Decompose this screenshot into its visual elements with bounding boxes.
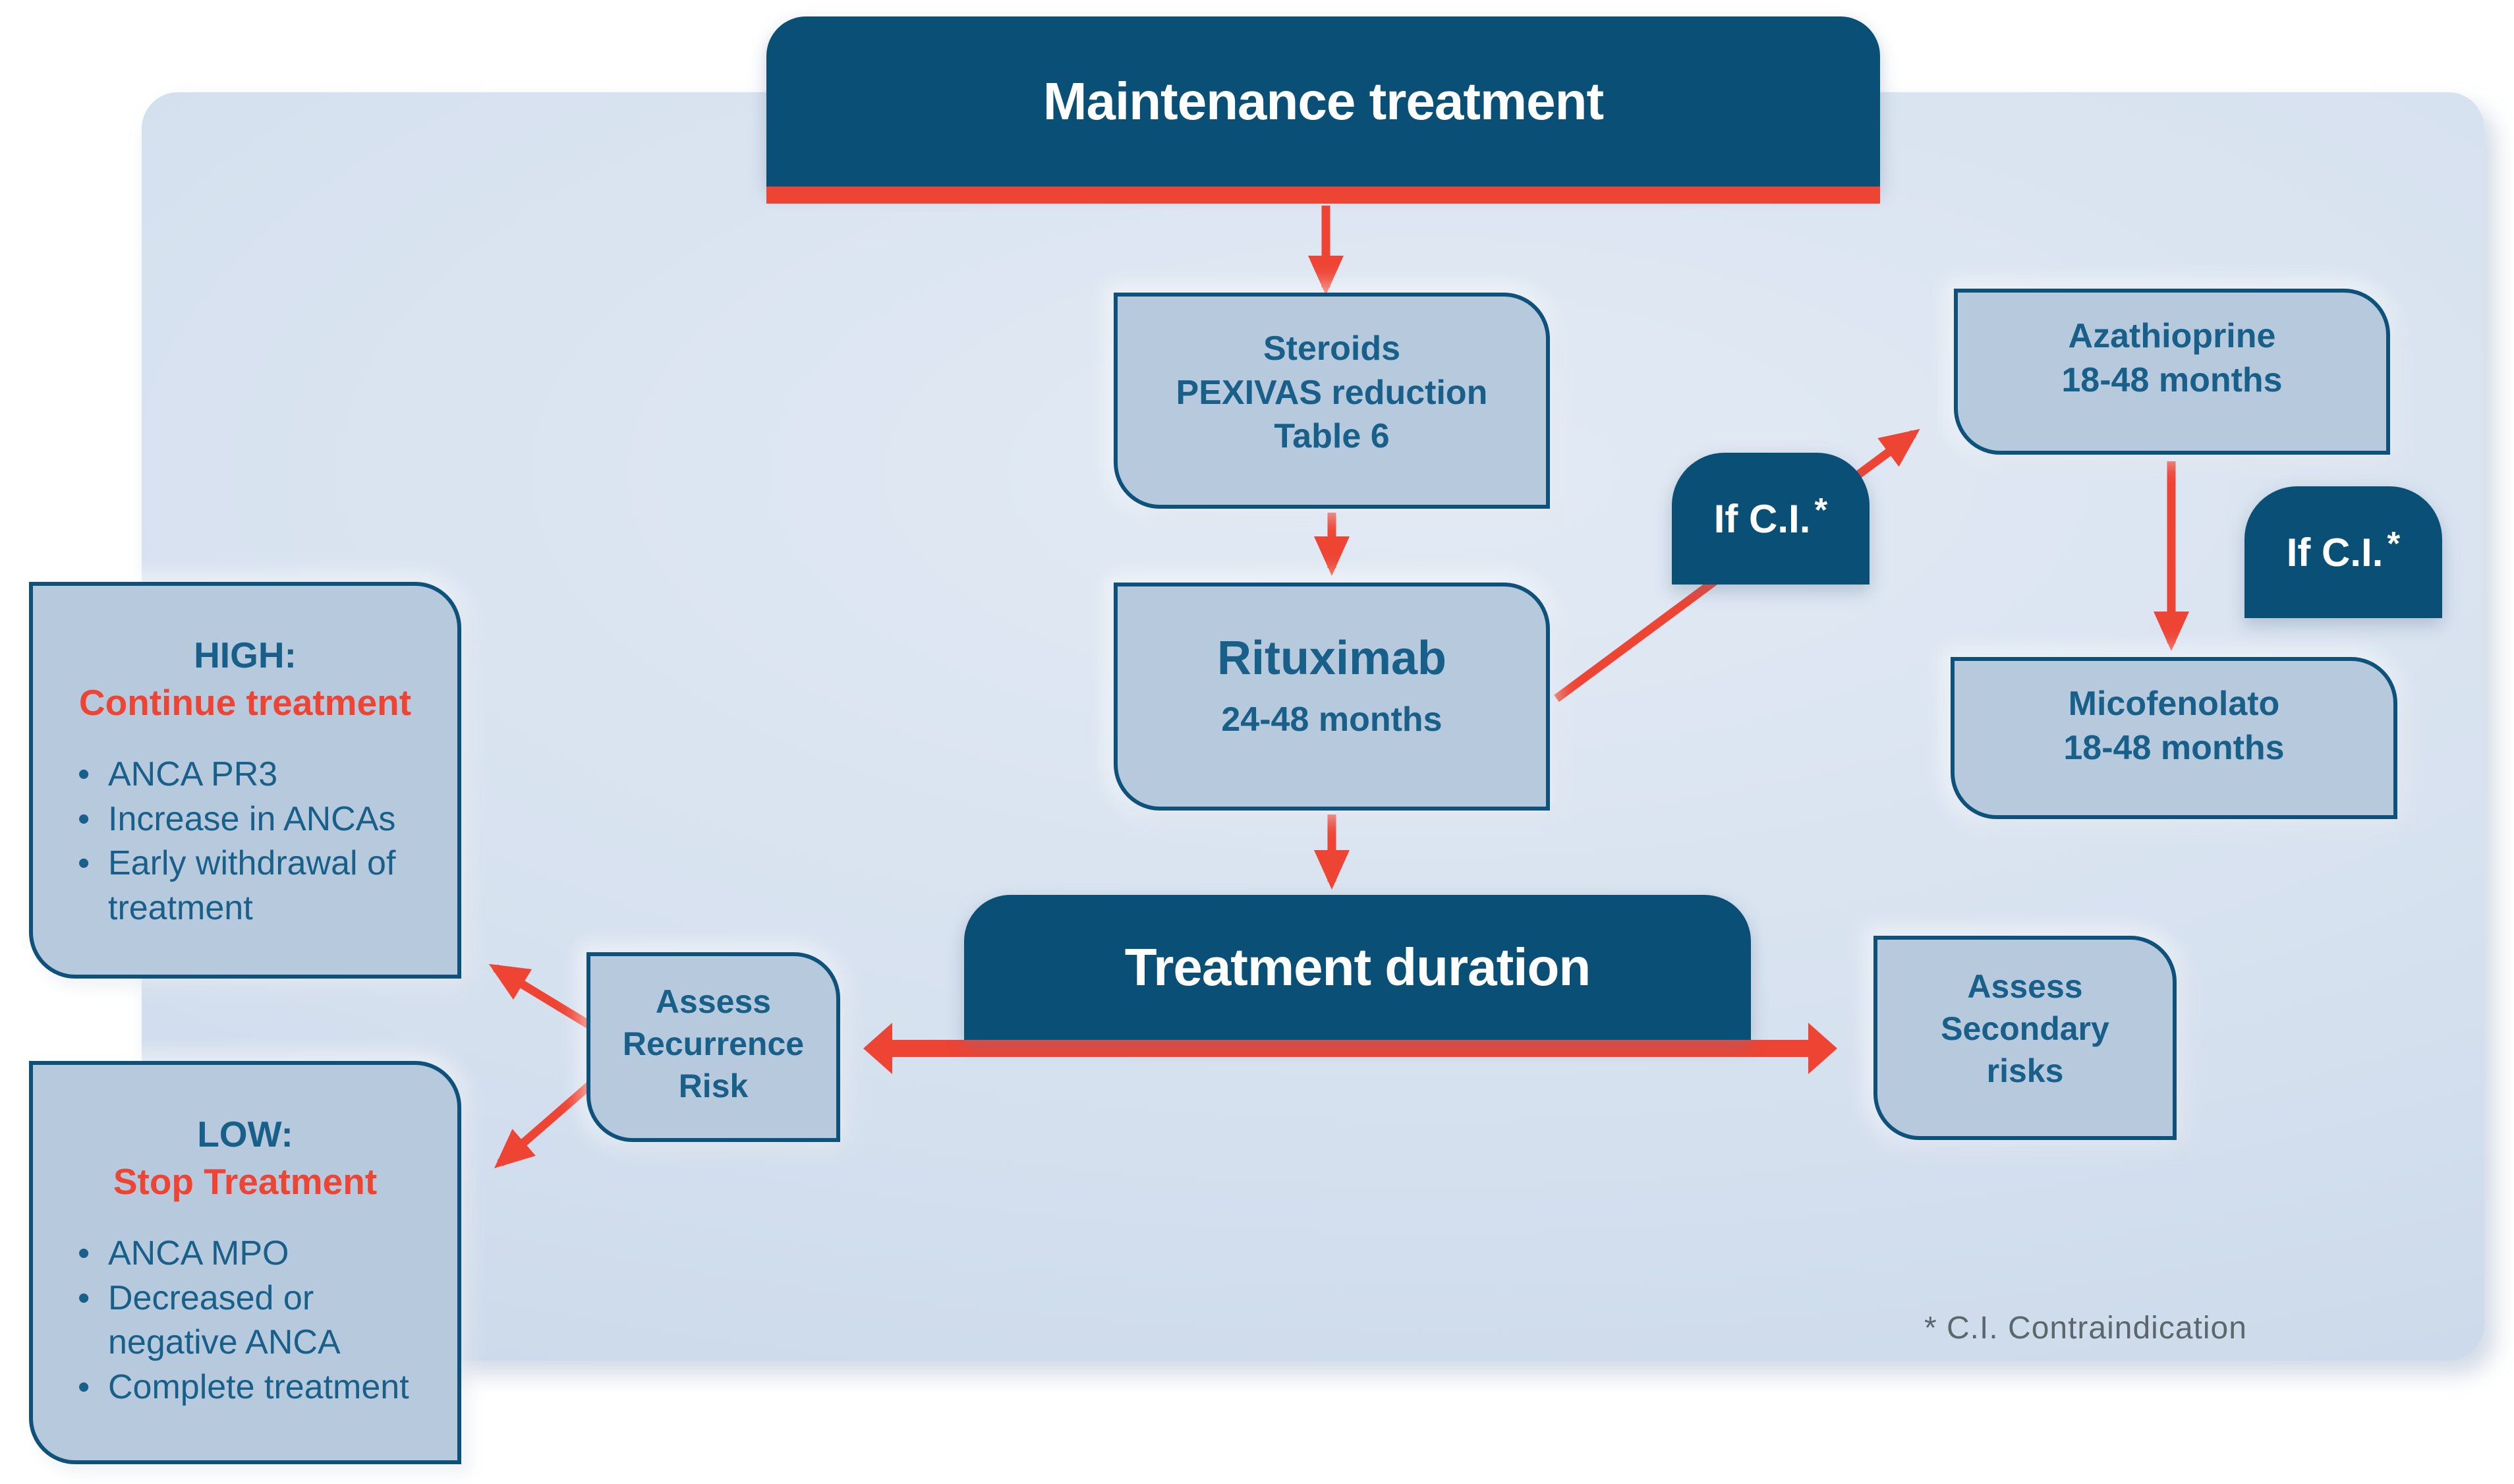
assess-recurrence-line-2: Recurrence <box>622 1025 805 1062</box>
micofenolato-duration: 18-48 months <box>2063 729 2285 767</box>
high-risk-bullet-2: Increase in ANCAs <box>70 797 420 842</box>
low-risk-bullet-1: ANCA MPO <box>70 1232 420 1276</box>
rituximab-title: Rituximab <box>1216 632 1447 685</box>
asterisk-2: * <box>2387 525 2401 563</box>
asterisk-1: * <box>1814 491 1828 529</box>
assess-recurrence-line-3: Risk <box>678 1068 749 1104</box>
low-risk-action: Stop Treatment <box>113 1160 378 1202</box>
node-treatment-duration: Treatment duration <box>964 895 1751 1040</box>
low-risk-bullet-list: ANCA MPO Decreased or negative ANCA Comp… <box>70 1232 420 1410</box>
steroids-line-3: Table 6 <box>1274 417 1390 456</box>
high-risk-bullet-1: ANCA PR3 <box>70 753 420 797</box>
node-micofenolato: Micofenolato 18-48 months <box>1951 657 2397 819</box>
if-ci-label-1: If C.I.* <box>1713 491 1828 541</box>
node-if-contraindication-1: If C.I.* <box>1672 453 1870 585</box>
node-rituximab: Rituximab 24-48 months <box>1114 583 1550 811</box>
assess-recurrence-line-1: Assess <box>655 983 772 1020</box>
arrow-recurrence-to-high <box>488 963 599 1033</box>
node-maintenance-treatment: Maintenance treatment <box>766 16 1880 186</box>
high-risk-bullet-list: ANCA PR3 Increase in ANCAs Early withdra… <box>70 753 420 930</box>
high-risk-bullet-3: Early withdrawal of treatment <box>70 842 420 930</box>
steroids-line-1: Steroids <box>1263 329 1401 368</box>
node-steroids-pexivas: Steroids PEXIVAS reduction Table 6 <box>1114 293 1550 509</box>
low-risk-bullet-2: Decreased or negative ANCA <box>70 1276 420 1365</box>
node-assess-recurrence-risk: Assess Recurrence Risk <box>586 952 840 1142</box>
treatment-duration-title: Treatment duration <box>1124 938 1591 996</box>
node-azathioprine: Azathioprine 18-48 months <box>1954 289 2390 455</box>
assess-secondary-line-2: Secondary <box>1941 1010 2109 1047</box>
high-risk-action: Continue treatment <box>78 681 412 723</box>
duration-double-arrow <box>863 1023 1837 1074</box>
micofenolato-line-1: Micofenolato <box>2068 685 2280 724</box>
contraindication-footnote: * C.I. Contraindication <box>1924 1311 2247 1346</box>
assess-secondary-line-3: risks <box>1986 1052 2064 1089</box>
rituximab-duration: 24-48 months <box>1221 700 1443 739</box>
arrow-recurrence-to-low <box>494 1076 600 1168</box>
azathioprine-duration: 18-48 months <box>2061 361 2283 399</box>
node-if-contraindication-2: If C.I.* <box>2244 486 2442 618</box>
node-low-risk: LOW: Stop Treatment ANCA MPO Decreased o… <box>29 1061 461 1464</box>
low-risk-bullet-3: Complete treatment <box>70 1365 420 1410</box>
maintenance-treatment-underline <box>766 186 1880 204</box>
low-risk-heading: LOW: <box>197 1114 293 1155</box>
azathioprine-line-1: Azathioprine <box>2068 317 2276 356</box>
maintenance-treatment-title: Maintenance treatment <box>1043 72 1604 130</box>
node-high-risk: HIGH: Continue treatment ANCA PR3 Increa… <box>29 582 461 979</box>
node-assess-secondary-risks: Assess Secondary risks <box>1873 936 2177 1140</box>
assess-secondary-line-1: Assess <box>1967 968 2083 1005</box>
high-risk-heading: HIGH: <box>194 635 297 675</box>
steroids-line-2: PEXIVAS reduction <box>1176 373 1488 412</box>
if-ci-label-2: If C.I.* <box>2286 525 2401 575</box>
